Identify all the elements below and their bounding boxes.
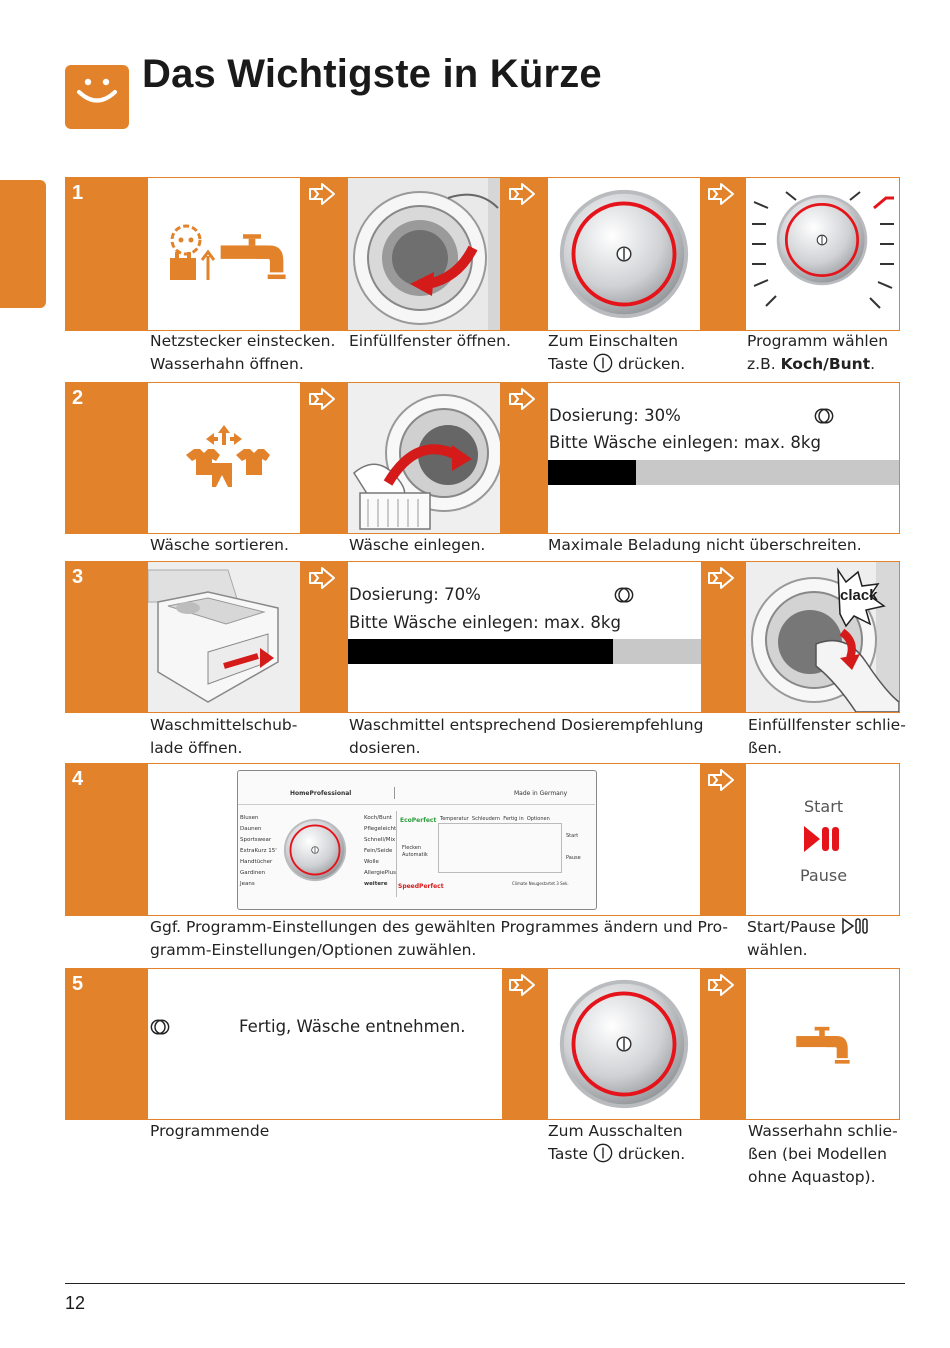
- side-tab-marker: [0, 180, 46, 308]
- caption-start-pause: Start/Pause wählen.: [747, 916, 871, 962]
- power-icon: [593, 353, 613, 373]
- step-number: 4: [72, 768, 84, 790]
- step-number: 2: [72, 387, 84, 409]
- start-label: Start: [804, 797, 844, 816]
- caption-sort: Wäsche sortieren.: [150, 536, 289, 554]
- door-open-illustration: [348, 178, 500, 330]
- dosage-text: Dosierung: 30%: [549, 406, 681, 425]
- control-panel-illustration: HomeProfessional Made in Germany Blusen …: [148, 764, 700, 915]
- step-number: 1: [72, 182, 84, 204]
- caption-program-settings: Ggf. Programm-Einstellungen des gewählte…: [150, 918, 729, 959]
- start-pause-button[interactable]: Start Pause: [746, 764, 899, 915]
- selector-knob-turn-icon: [746, 178, 899, 330]
- display-dosage-70: Dosierung: 70% Bitte Wäsche einlegen: ma…: [348, 562, 701, 712]
- plug-socket-icon: [170, 224, 216, 280]
- display-finished: Fertig, Wäsche entnehmen.: [148, 969, 502, 1119]
- dosage-progress-fill: [348, 639, 613, 664]
- selector-knob-icon: [548, 178, 700, 330]
- drum-rings-icon: [150, 1017, 170, 1037]
- control-panel: HomeProfessional Made in Germany Blusen …: [237, 770, 597, 910]
- display-dosage-30: Dosierung: 30% Bitte Wäsche einlegen: ma…: [548, 383, 899, 533]
- load-laundry-illustration: [348, 383, 503, 533]
- program-knob-icon: [282, 817, 348, 883]
- sort-laundry-icon: [148, 383, 300, 533]
- detergent-drawer-illustration: [147, 562, 300, 712]
- caption-load: Wäsche einlegen.: [349, 536, 486, 554]
- caption-program-end: Programmende: [150, 1122, 270, 1140]
- drum-rings-icon: [614, 585, 634, 605]
- footer-divider: [65, 1283, 905, 1284]
- left-program-list: Blusen Daunen Sportswear ExtraKurz 15' H…: [240, 815, 277, 887]
- step-1-image-plug-tap: [148, 178, 300, 330]
- caption-max-load: Maximale Beladung nicht überschreiten.: [548, 536, 862, 554]
- load-text: Bitte Wäsche einlegen: max. 8kg: [549, 433, 821, 452]
- right-program-list: Koch/Bunt Pflegeleicht Schnell/Mix Fein/…: [364, 815, 397, 887]
- caption-switch-on: Zum Einschalten Taste drücken.: [548, 332, 686, 373]
- drum-rings-icon: [814, 406, 834, 426]
- clack-label: clack: [840, 587, 878, 604]
- dosage-progress-fill: [548, 460, 636, 485]
- dosage-progress-bar: [348, 639, 701, 664]
- caption-open-drawer: Waschmittelschub-lade öffnen.: [150, 716, 298, 757]
- step-number: 5: [72, 973, 84, 995]
- step-row-5: 5 Fertig, Wäsche entnehmen.: [65, 968, 900, 1120]
- tap-icon: [220, 234, 286, 280]
- dosage-text: Dosierung: 70%: [349, 585, 481, 604]
- caption-dose: Waschmittel entsprechend Dosierempfehlun…: [349, 716, 704, 757]
- step-row-2: 2 Dosierung: 30%: [65, 382, 900, 534]
- caption-open-door: Einfüllfenster öffnen.: [349, 332, 511, 350]
- finished-text: Fertig, Wäsche entnehmen.: [239, 1017, 466, 1036]
- step-row-1: 1: [65, 177, 900, 331]
- caption-select-program: Programm wählen z.B. Koch/Bunt.: [747, 332, 889, 373]
- step-row-4: 4 HomeProfessional Made in Germany Bluse…: [65, 763, 900, 916]
- step-row-3: 3 Dosierung: 70% Bitte Wäsche einlegen: …: [65, 561, 900, 713]
- start-pause-outline-icon: [841, 917, 868, 935]
- power-icon: [593, 1143, 613, 1163]
- smiley-logo-icon: [65, 65, 129, 129]
- door-close-illustration: clack: [746, 562, 900, 713]
- tap-close-icon: [746, 969, 899, 1119]
- pause-label: Pause: [800, 866, 848, 885]
- page-number: 12: [65, 1293, 86, 1313]
- dosage-progress-bar: [548, 460, 899, 485]
- load-text: Bitte Wäsche einlegen: max. 8kg: [349, 613, 621, 632]
- page-title: Das Wichtigste in Kürze: [142, 52, 602, 96]
- start-pause-icon: [804, 826, 839, 852]
- step-number: 3: [72, 566, 84, 588]
- caption-switch-off: Zum Ausschalten Taste drücken.: [548, 1122, 686, 1163]
- selector-knob-icon: [548, 969, 700, 1119]
- caption-close-door: Einfüllfenster schlie-ßen.: [748, 716, 906, 757]
- caption-plug-tap: Netzstecker einstecken.Wasserhahn öffnen…: [150, 332, 336, 373]
